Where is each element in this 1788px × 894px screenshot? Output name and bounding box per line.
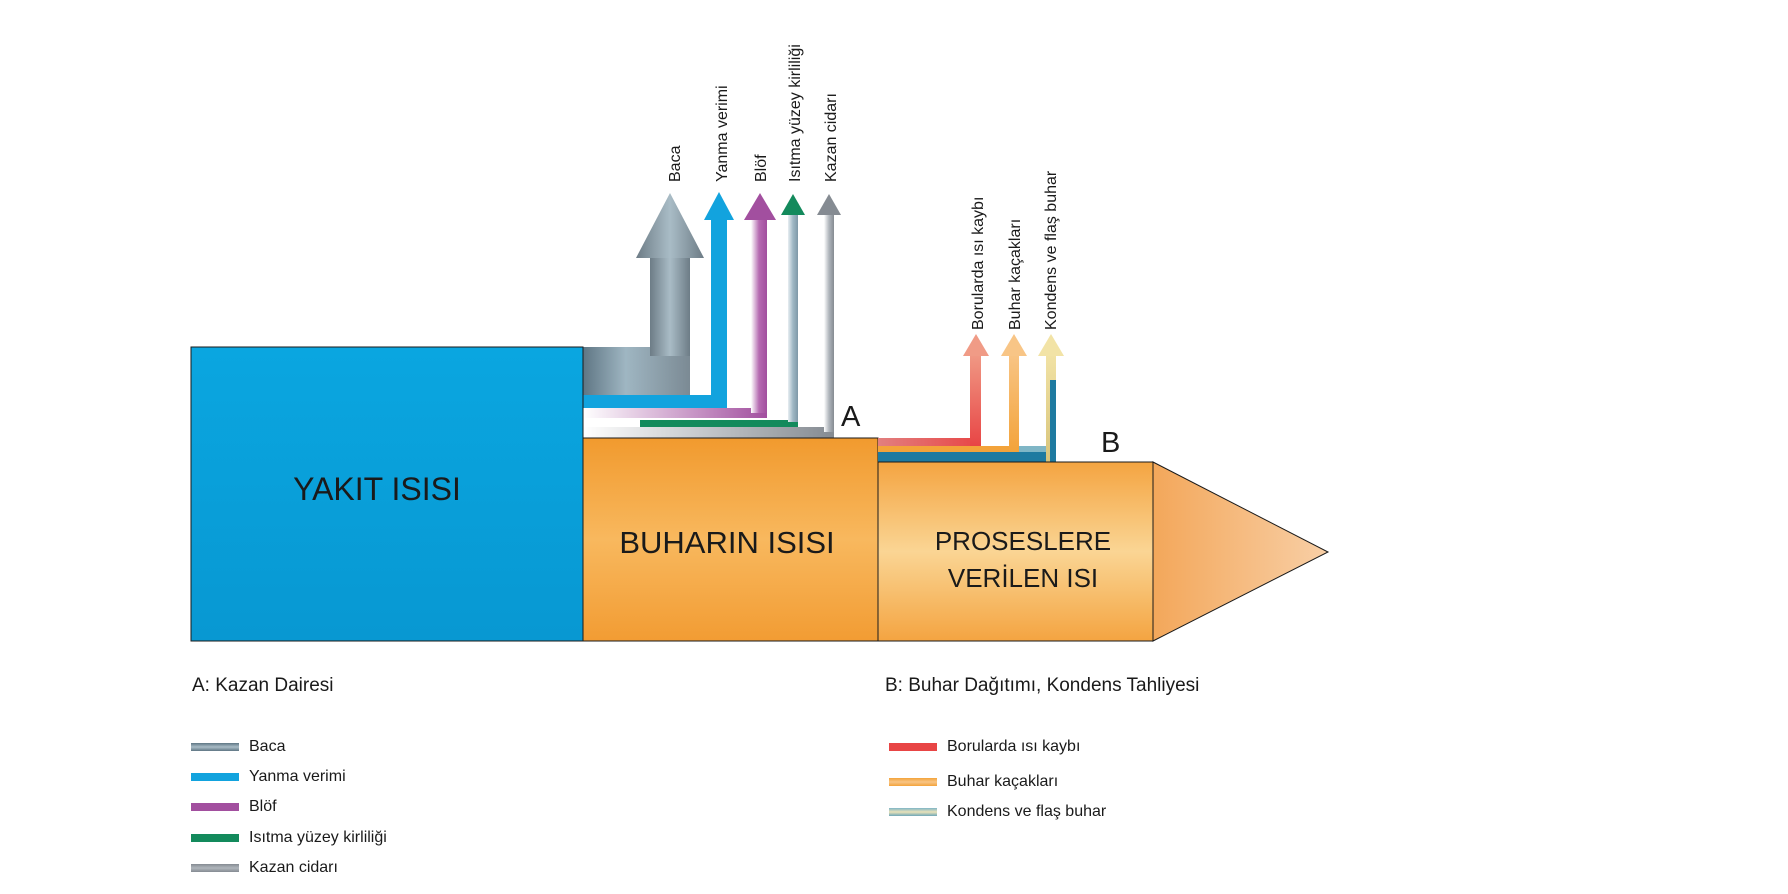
legend-swatch [191,864,239,872]
boru-kaybi-arrow-head [963,334,989,356]
legend-label: Yanma verimi [249,768,346,785]
kondens-arrow-head [1038,334,1064,356]
legend-label: Borularda ısı kaybı [947,738,1081,755]
point-a-label: A [841,401,861,433]
legend-item-baca: Baca [191,738,285,756]
legend-swatch [889,808,937,816]
process-heat-label-line2: VERİLEN ISI [948,563,1098,593]
output-arrow-tip [1152,461,1330,642]
blof-arrow-head [744,193,776,220]
steam-heat-label: BUHARIN ISISI [619,525,834,560]
legend-item-boru-kaybi: Borularda ısı kaybı [889,738,1080,756]
legend-item-kazan-cidari: Kazan cidarı [191,859,338,877]
boru-kaybi-arrow-label: Borularda ısı kaybı [970,197,987,330]
baca-flow-vertical [650,258,690,356]
kazan-cidari-flow-vertical [824,214,834,432]
legend-swatch [191,773,239,781]
point-b-label: B [1101,427,1120,459]
kondens-arrow-label: Kondens ve flaş buhar [1043,170,1060,330]
boru-kaybi-flow [878,352,981,446]
yanma-verimi-flow [583,212,727,408]
buhar-kacaklari-flow-vertical [1009,352,1019,452]
distribution-base-flow [878,452,1055,462]
steam-heat-block [582,437,879,642]
legend-item-isitma: Isıtma yüzey kirliliği [191,829,387,847]
isitma-arrow-head [781,194,805,215]
legend-label: Blöf [249,798,277,815]
legend-item-blof: Blöf [191,798,277,816]
isitma-arrow-label: Isıtma yüzey kirliliği [787,44,804,182]
legend-b-title: B: Buhar Dağıtımı, Kondens Tahliyesi [885,675,1200,696]
legend-label: Baca [249,738,286,755]
legend-label: Kondens ve flaş buhar [947,803,1107,820]
legend-a-title: A: Kazan Dairesi [192,675,334,696]
kazan-cidari-arrow-head [817,194,841,215]
legend-label: Kazan cidarı [249,859,338,876]
process-heat-label-line1: PROSESLERE [935,526,1111,556]
legend-swatch [191,803,239,811]
legend-label: Buhar kaçakları [947,773,1059,790]
legend-item-yanma-verimi: Yanma verimi [191,768,346,786]
kondens-flow-vertical-blue [1050,380,1056,462]
buhar-kacaklari-arrow-head [1001,334,1027,356]
yanma-verimi-arrow-head [704,192,734,220]
fuel-heat-label: YAKIT ISISI [293,471,461,507]
legend-item-kondens: Kondens ve flaş buhar [889,803,1106,821]
legend-label: Isıtma yüzey kirliliği [249,829,387,846]
buhar-kacaklari-flow [878,352,1019,452]
process-heat-block [877,461,1154,642]
isitma-flow-vertical [788,214,798,422]
yanma-verimi-arrow-label: Yanma verimi [714,85,731,182]
baca-arrow-label: Baca [667,145,684,182]
isitma-flow-horizontal [640,420,798,427]
legend-swatch [191,743,239,751]
buhar-kacaklari-arrow-label: Buhar kaçakları [1007,219,1024,330]
legend-swatch [191,834,239,842]
kazan-cidari-arrow-label: Kazan cidarı [823,93,840,182]
legend-item-buhar-kacaklari: Buhar kaçakları [889,773,1058,791]
baca-arrow-head [636,193,704,258]
blof-flow-vertical [751,218,767,413]
legend-swatch [889,778,937,786]
legend-swatch [889,743,937,751]
boru-kaybi-flow-vertical [970,352,981,446]
blof-arrow-label: Blöf [753,154,770,182]
